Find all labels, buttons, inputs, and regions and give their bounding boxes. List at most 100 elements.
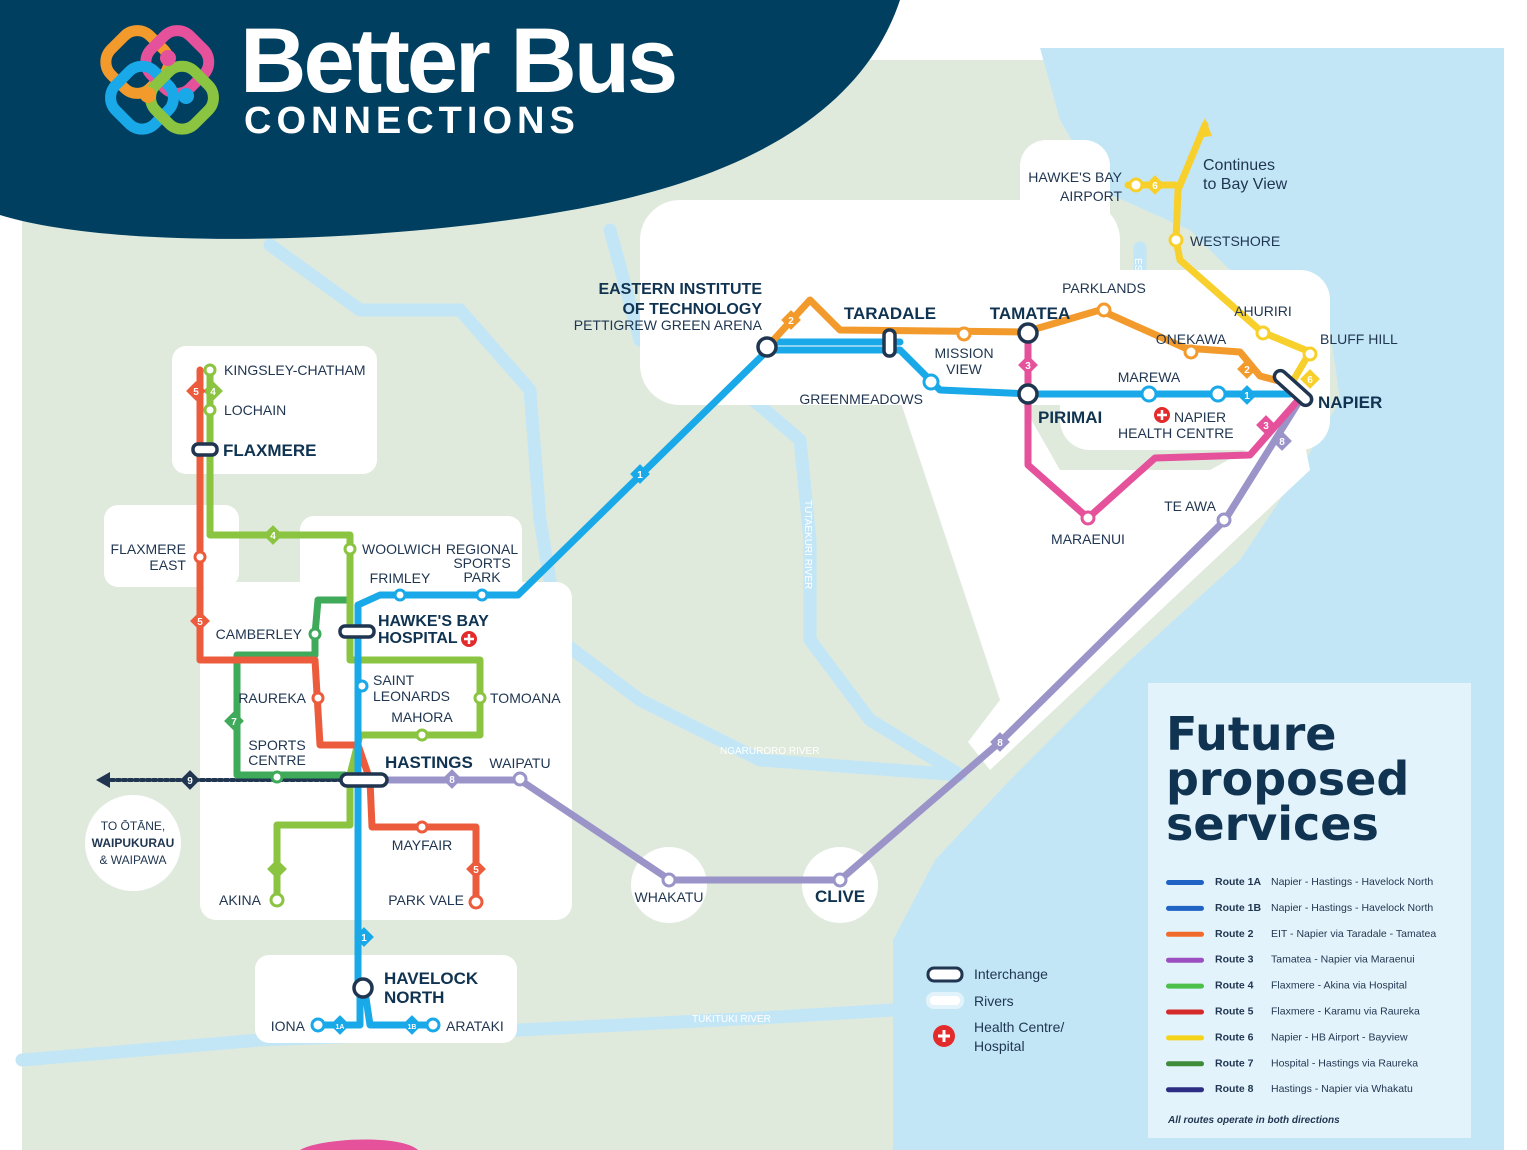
label-havelock-2: NORTH — [384, 988, 444, 1007]
stop-park-vale — [468, 894, 484, 910]
label-tamatea: TAMATEA — [990, 304, 1071, 323]
legend-route-description: Hospital - Hastings via Raureka — [1271, 1057, 1418, 1069]
interchange-hospital — [338, 624, 376, 639]
stop-flaxmere-east — [193, 550, 207, 564]
label-sports-centre-2: CENTRE — [248, 752, 306, 768]
label-park-vale: PARK VALE — [388, 892, 464, 908]
svg-text:3: 3 — [1025, 361, 1031, 372]
stop-bluff-hill — [1302, 346, 1318, 362]
health-icons — [461, 407, 1170, 647]
interchange-pirimai — [1017, 383, 1039, 405]
label-havelock-1: HAVELOCK — [384, 969, 479, 988]
continues-arrow-icon — [1196, 118, 1212, 138]
label-sports-centre-1: SPORTS — [248, 737, 305, 753]
stop-napier-health — [1209, 385, 1227, 403]
svg-text:1A: 1A — [336, 1024, 345, 1031]
key-interchange-icon — [926, 966, 964, 983]
badge-route-1-a: 1 — [630, 464, 650, 484]
badge-route-6-a: 6 — [1145, 175, 1165, 195]
label-waipatu: WAIPATU — [489, 755, 550, 771]
brand-subtitle: CONNECTIONS — [244, 100, 580, 142]
area-airport — [1020, 140, 1110, 252]
stop-frimley — [393, 588, 407, 602]
interchanges — [191, 322, 1314, 999]
legend-route-code: Route 2 — [1215, 928, 1254, 940]
label-lochain: LOCHAIN — [224, 402, 286, 418]
label-tomoana: TOMOANA — [490, 690, 561, 706]
legend-route-swatch — [1166, 1009, 1204, 1015]
interchange-flaxmere — [191, 442, 219, 457]
label-whakatu: WHAKATU — [635, 889, 704, 905]
header-banner — [0, 0, 900, 239]
key-rivers-label: Rivers — [974, 993, 1014, 1009]
label-akina: AKINA — [219, 892, 262, 908]
svg-text:8: 8 — [997, 738, 1003, 749]
stop-mission-view — [956, 326, 972, 342]
label-napier-health-1: NAPIER — [1174, 409, 1226, 425]
stop-regional-sports-park — [475, 588, 489, 602]
tutaekuri-river-label: TUTAEKURI RIVER — [802, 500, 813, 589]
legend-route-code: Route 8 — [1215, 1083, 1254, 1095]
label-regional-1: REGIONAL — [446, 541, 519, 557]
legend-route-row: Route 2 EIT - Napier via Taradale - Tamat… — [1166, 928, 1436, 940]
legend-route-swatch — [1166, 931, 1204, 937]
stop-ahuriri — [1255, 325, 1271, 341]
svg-text:1: 1 — [361, 933, 367, 944]
legend-route-swatch — [1166, 1035, 1204, 1041]
badge-route-1a: 1A — [330, 1015, 350, 1035]
badge-route-8-c: 8 — [1272, 431, 1292, 451]
label-otane-2: WAIPUKURAU — [92, 836, 175, 850]
svg-text:1: 1 — [637, 470, 643, 481]
stop-marewa — [1140, 385, 1158, 403]
legend-route-swatch — [1166, 1061, 1204, 1067]
interchange-taradale — [882, 328, 897, 358]
badge-route-4-c — [267, 859, 287, 879]
legend-route-code: Route 6 — [1215, 1031, 1254, 1043]
key-rivers-icon — [926, 992, 964, 1009]
svg-text:4: 4 — [210, 387, 216, 398]
svg-text:5: 5 — [193, 387, 199, 398]
legend-route-swatch — [1166, 905, 1204, 911]
badge-route-6-b: 6 — [1300, 369, 1320, 389]
label-iona: IONA — [271, 1018, 306, 1034]
badge-route-1-c: 1 — [1237, 385, 1257, 405]
stop-greenmeadows — [922, 373, 940, 391]
label-airport-1: HAWKE'S BAY — [1028, 169, 1122, 185]
area-flaxmere-east — [104, 505, 239, 587]
legend-route-description: EIT - Napier via Taradale - Tamatea — [1271, 928, 1436, 940]
label-mission-2: VIEW — [946, 361, 983, 377]
badge-route-1-b: 1 — [354, 927, 374, 947]
napier-health-icon — [1154, 407, 1170, 423]
label-hospital-2: HOSPITAL — [378, 630, 458, 647]
interchange-eit — [756, 336, 778, 358]
stop-iona — [310, 1017, 326, 1033]
brand-title: Better Bus — [240, 10, 675, 112]
area-otane — [85, 795, 181, 891]
stop-arataki — [425, 1017, 441, 1033]
legend-title-2: proposed — [1166, 752, 1409, 806]
label-continues-1: Continues — [1203, 157, 1275, 174]
area-coast — [900, 400, 1310, 770]
label-flaxmere-east-1: FLAXMERE — [111, 541, 186, 557]
hospital-health-icon — [461, 631, 477, 647]
badge-route-3-b: 3 — [1256, 415, 1276, 435]
stop-labels: KINGSLEY-CHATHAM LOCHAIN FLAXMERE FLAXME… — [92, 157, 1398, 1034]
stop-akina — [269, 892, 285, 908]
label-marewa: MAREWA — [1118, 369, 1181, 385]
stop-woolwich — [343, 542, 357, 556]
stop-whakatu — [661, 872, 677, 888]
svg-text:7: 7 — [231, 717, 237, 728]
stop-mayfair — [415, 820, 429, 834]
label-mayfair: MAYFAIR — [392, 837, 452, 853]
tukituki-river-label: TUKITUKI RIVER — [692, 1014, 771, 1025]
badge-route-5-c: 5 — [466, 859, 486, 879]
key-health-label-1: Health Centre/ — [974, 1019, 1064, 1035]
label-eit-2: OF TECHNOLOGY — [622, 301, 762, 318]
stop-sports-centre — [270, 770, 284, 784]
